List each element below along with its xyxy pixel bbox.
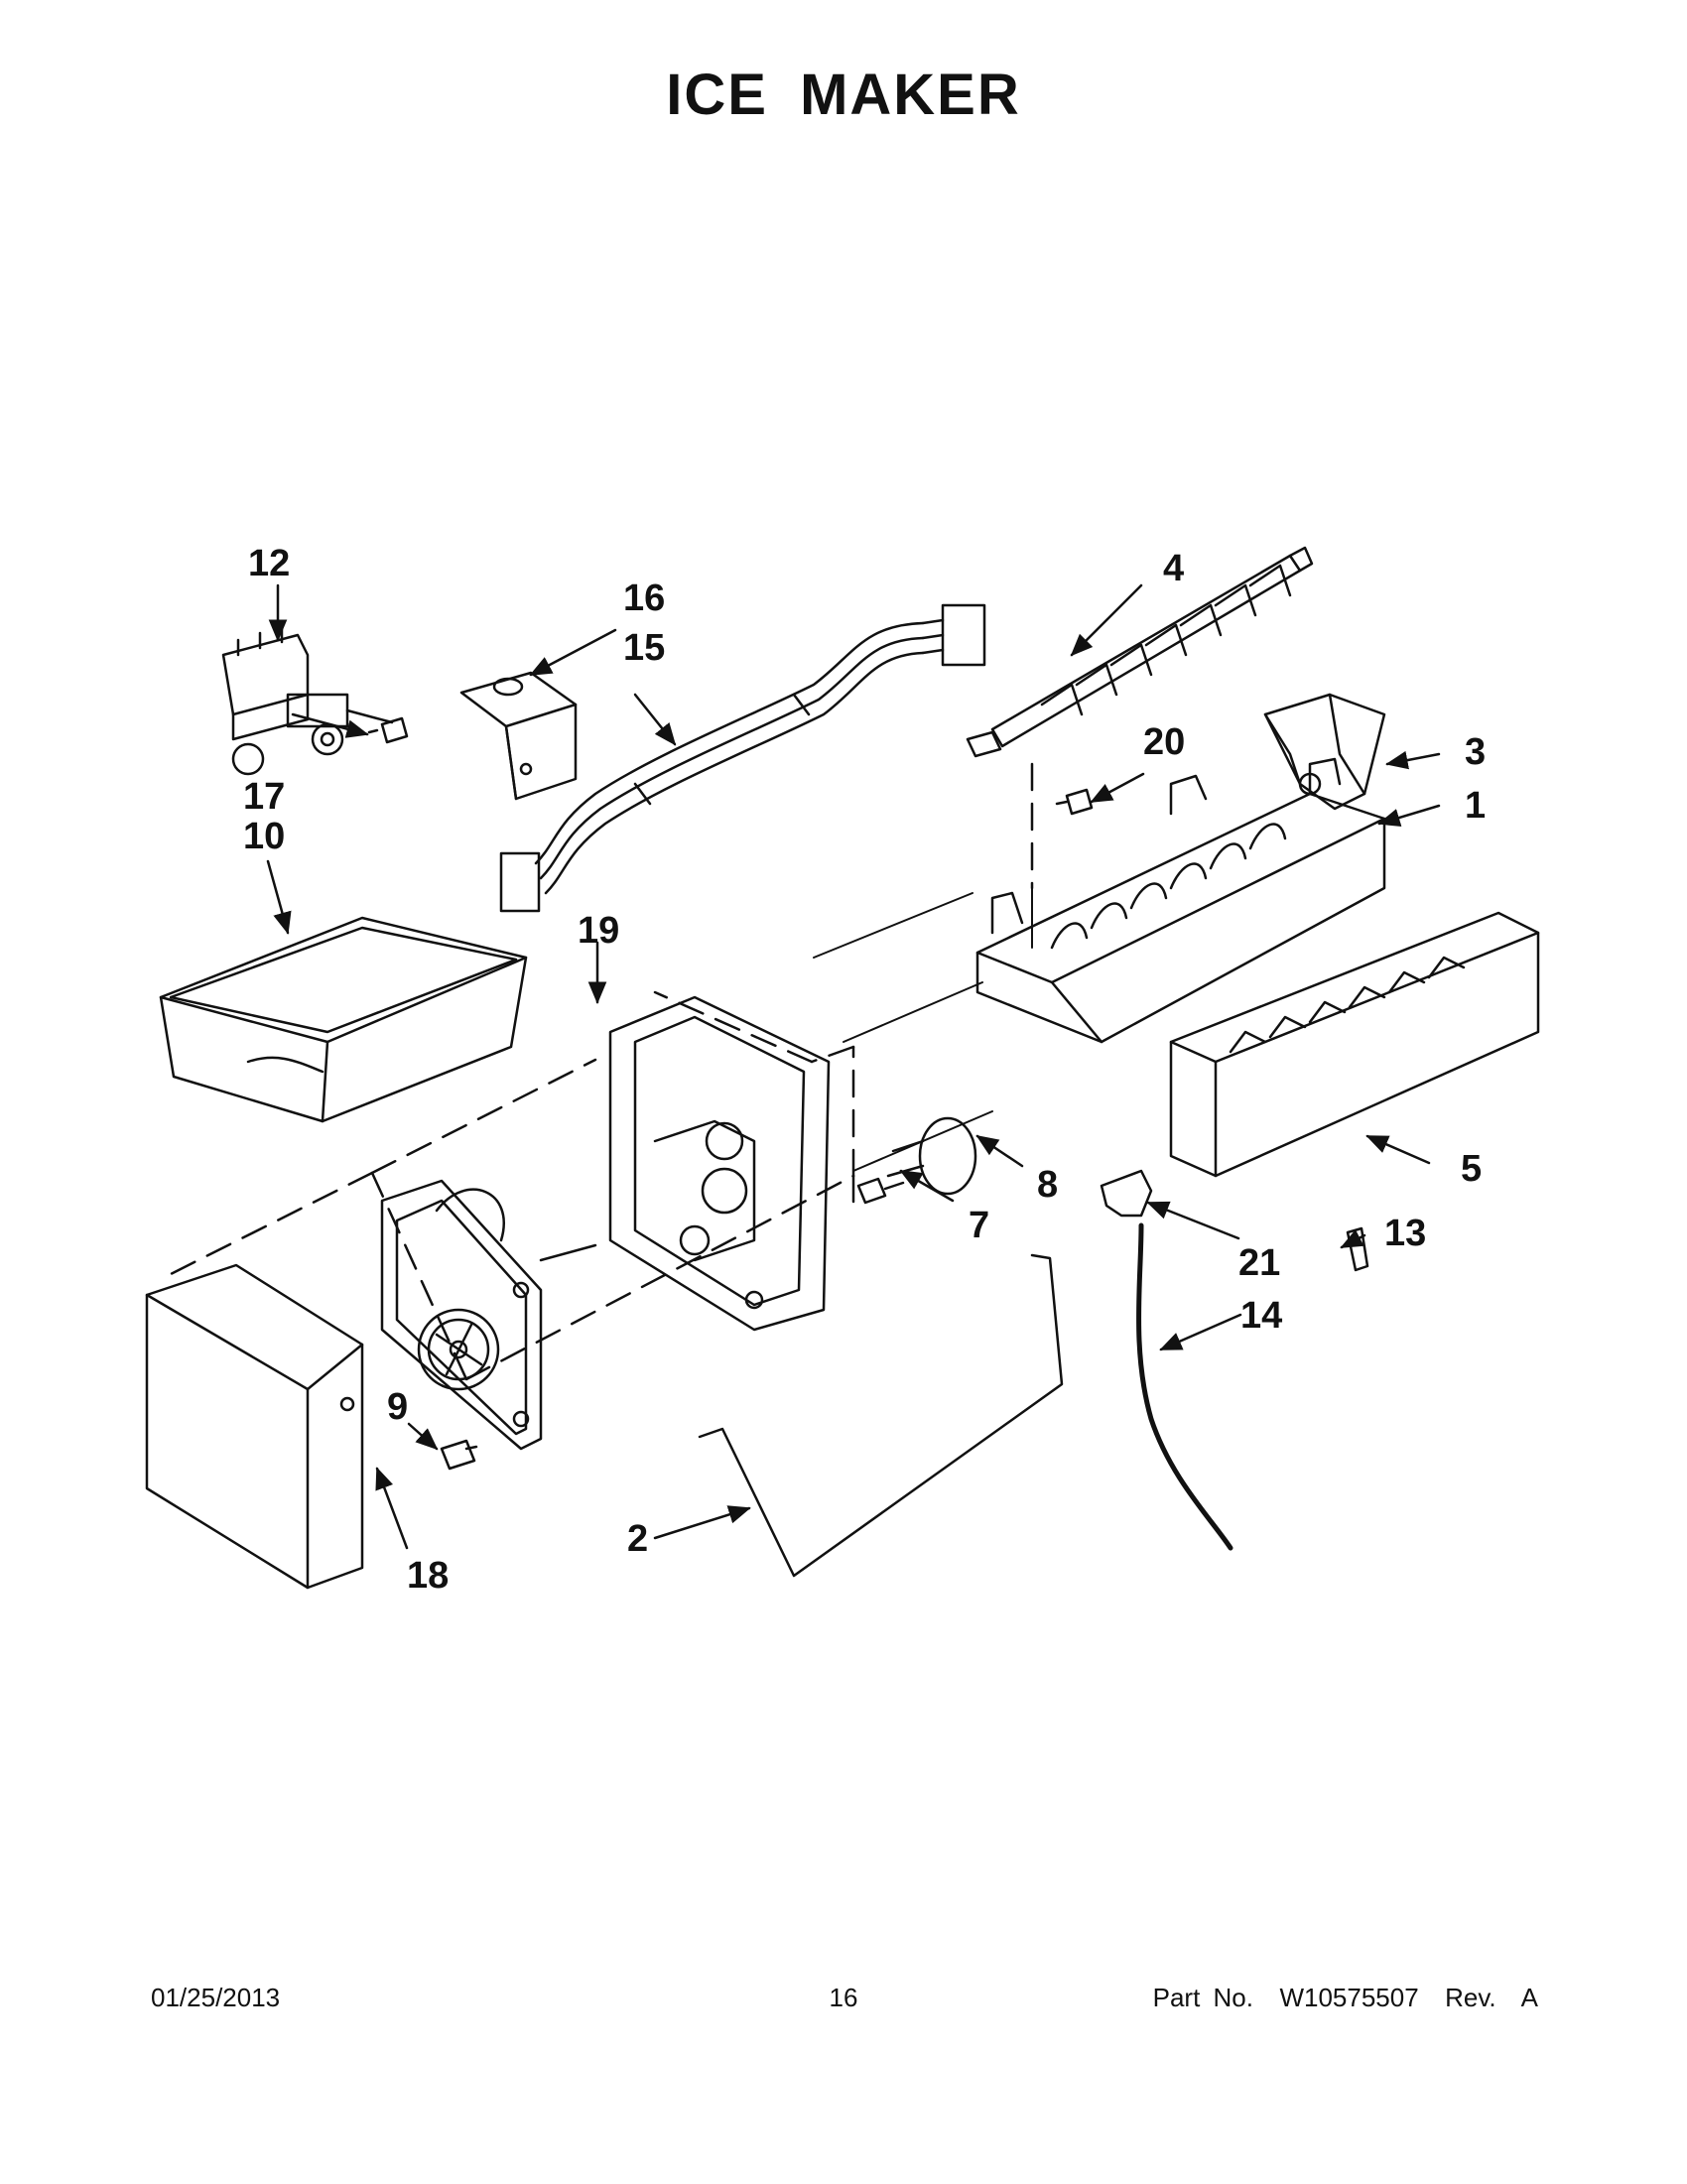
ice-bin-part xyxy=(159,916,528,1123)
callout-15: 15 xyxy=(623,627,665,669)
callout-9: 9 xyxy=(387,1386,408,1428)
callout-21: 21 xyxy=(1238,1242,1280,1284)
shutoff-arm-part xyxy=(698,1253,1064,1578)
callout-arrows xyxy=(266,583,1441,1550)
page-title: ICE MAKER xyxy=(666,63,1021,127)
callout-7: 7 xyxy=(969,1205,989,1246)
callout-19: 19 xyxy=(578,910,619,952)
callout-14: 14 xyxy=(1240,1295,1282,1337)
callout-18: 18 xyxy=(407,1555,449,1597)
ejector-shaft-part xyxy=(966,546,1314,758)
stripper-part xyxy=(1169,911,1540,1178)
callout-12: 12 xyxy=(248,543,290,584)
control-housing-part xyxy=(608,995,831,1332)
callout-10: 10 xyxy=(243,816,285,857)
callout-3: 3 xyxy=(1465,731,1486,773)
cover-box-part xyxy=(145,1263,364,1590)
cover-3-part xyxy=(1263,693,1386,811)
callout-2: 2 xyxy=(627,1518,648,1560)
callout-16: 16 xyxy=(623,578,665,619)
footer-date: 01/25/2013 xyxy=(151,1983,281,2012)
switch-part xyxy=(856,1177,905,1205)
water-valve-part xyxy=(221,625,394,776)
ice-mold-part xyxy=(975,757,1386,1044)
screw-20-part xyxy=(1055,788,1094,816)
clip-part xyxy=(1100,1169,1153,1218)
callout-20: 20 xyxy=(1143,721,1185,763)
motor-plate-part xyxy=(380,1179,597,1451)
callout-labels: 1 2 3 4 5 7 8 9 10 12 13 14 15 16 17 18 … xyxy=(243,543,1486,1597)
screw-9-part xyxy=(440,1439,478,1471)
callout-1: 1 xyxy=(1465,785,1486,827)
callout-13: 13 xyxy=(1384,1213,1426,1254)
screw-17-part xyxy=(367,716,409,744)
alignment-lines xyxy=(813,887,1033,1172)
fill-tube-part xyxy=(1136,1222,1233,1551)
assembly-dashed-lines xyxy=(167,762,1034,1381)
callout-4: 4 xyxy=(1163,548,1184,589)
callout-5: 5 xyxy=(1461,1148,1482,1190)
callout-17: 17 xyxy=(243,776,285,818)
footer-page-number: 16 xyxy=(829,1983,858,2012)
bracket-part xyxy=(459,671,578,801)
footer-part-number: Part No. W10575507 Rev. A xyxy=(1152,1983,1538,2012)
wire-harness-part xyxy=(499,603,986,913)
callout-8: 8 xyxy=(1037,1164,1058,1206)
